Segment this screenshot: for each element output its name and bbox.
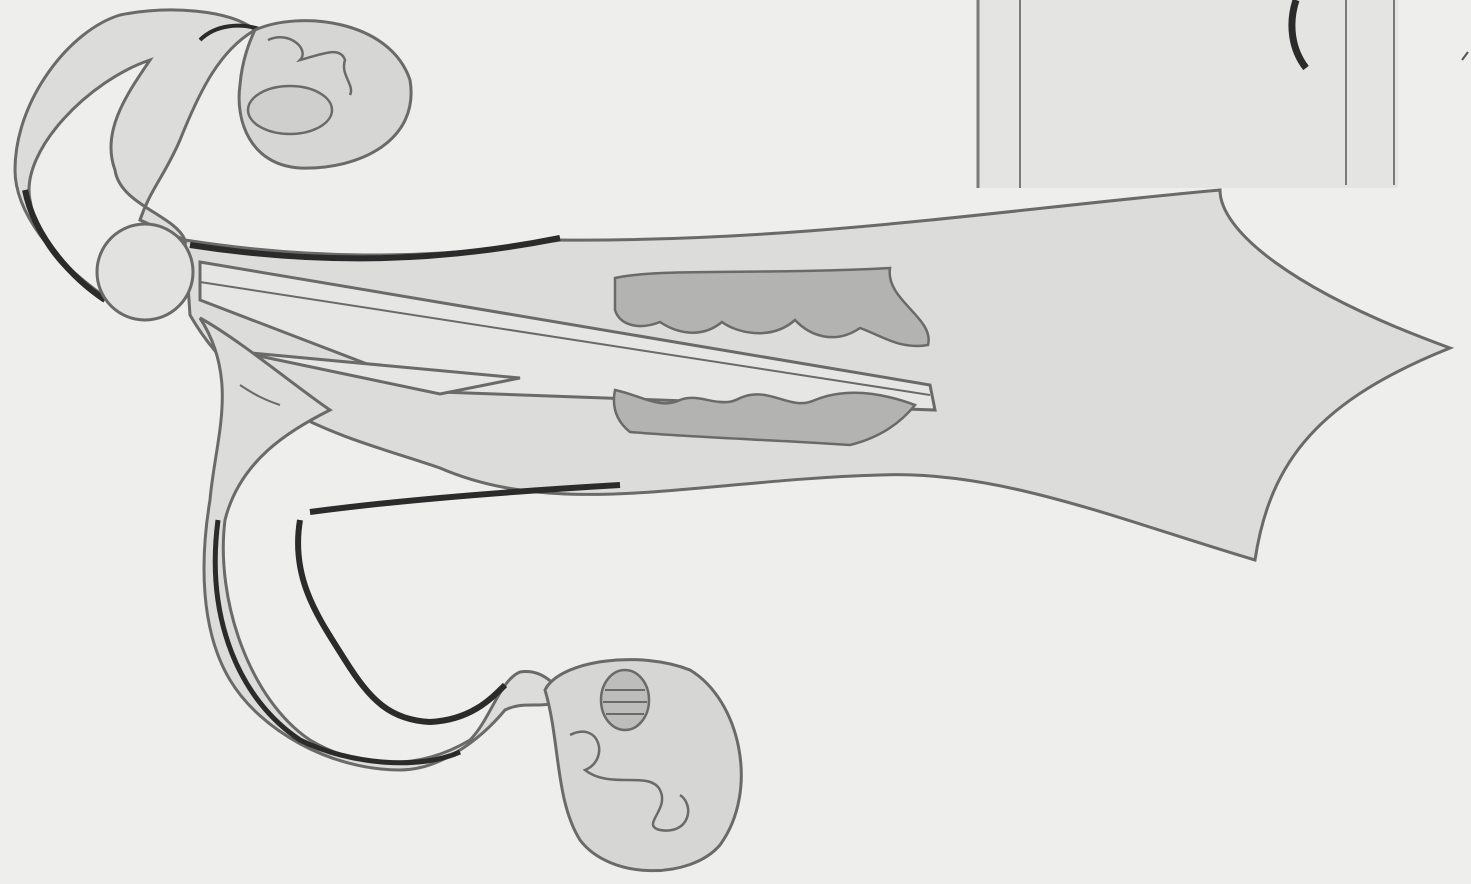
lower-horn-inner-wall <box>298 520 505 722</box>
upper-horn-wall <box>25 190 105 300</box>
lower-horn-outer-wall <box>215 520 460 763</box>
follicle-upper <box>248 86 332 134</box>
ovary-upper <box>239 21 411 168</box>
follicle-lower <box>601 670 649 730</box>
ovary-lower <box>545 660 741 871</box>
adjacent-figure-fragment <box>978 0 1468 188</box>
horn-junction <box>97 224 193 320</box>
uterus-and-vagina <box>185 190 1450 560</box>
uterine-wall-lower <box>310 485 620 512</box>
